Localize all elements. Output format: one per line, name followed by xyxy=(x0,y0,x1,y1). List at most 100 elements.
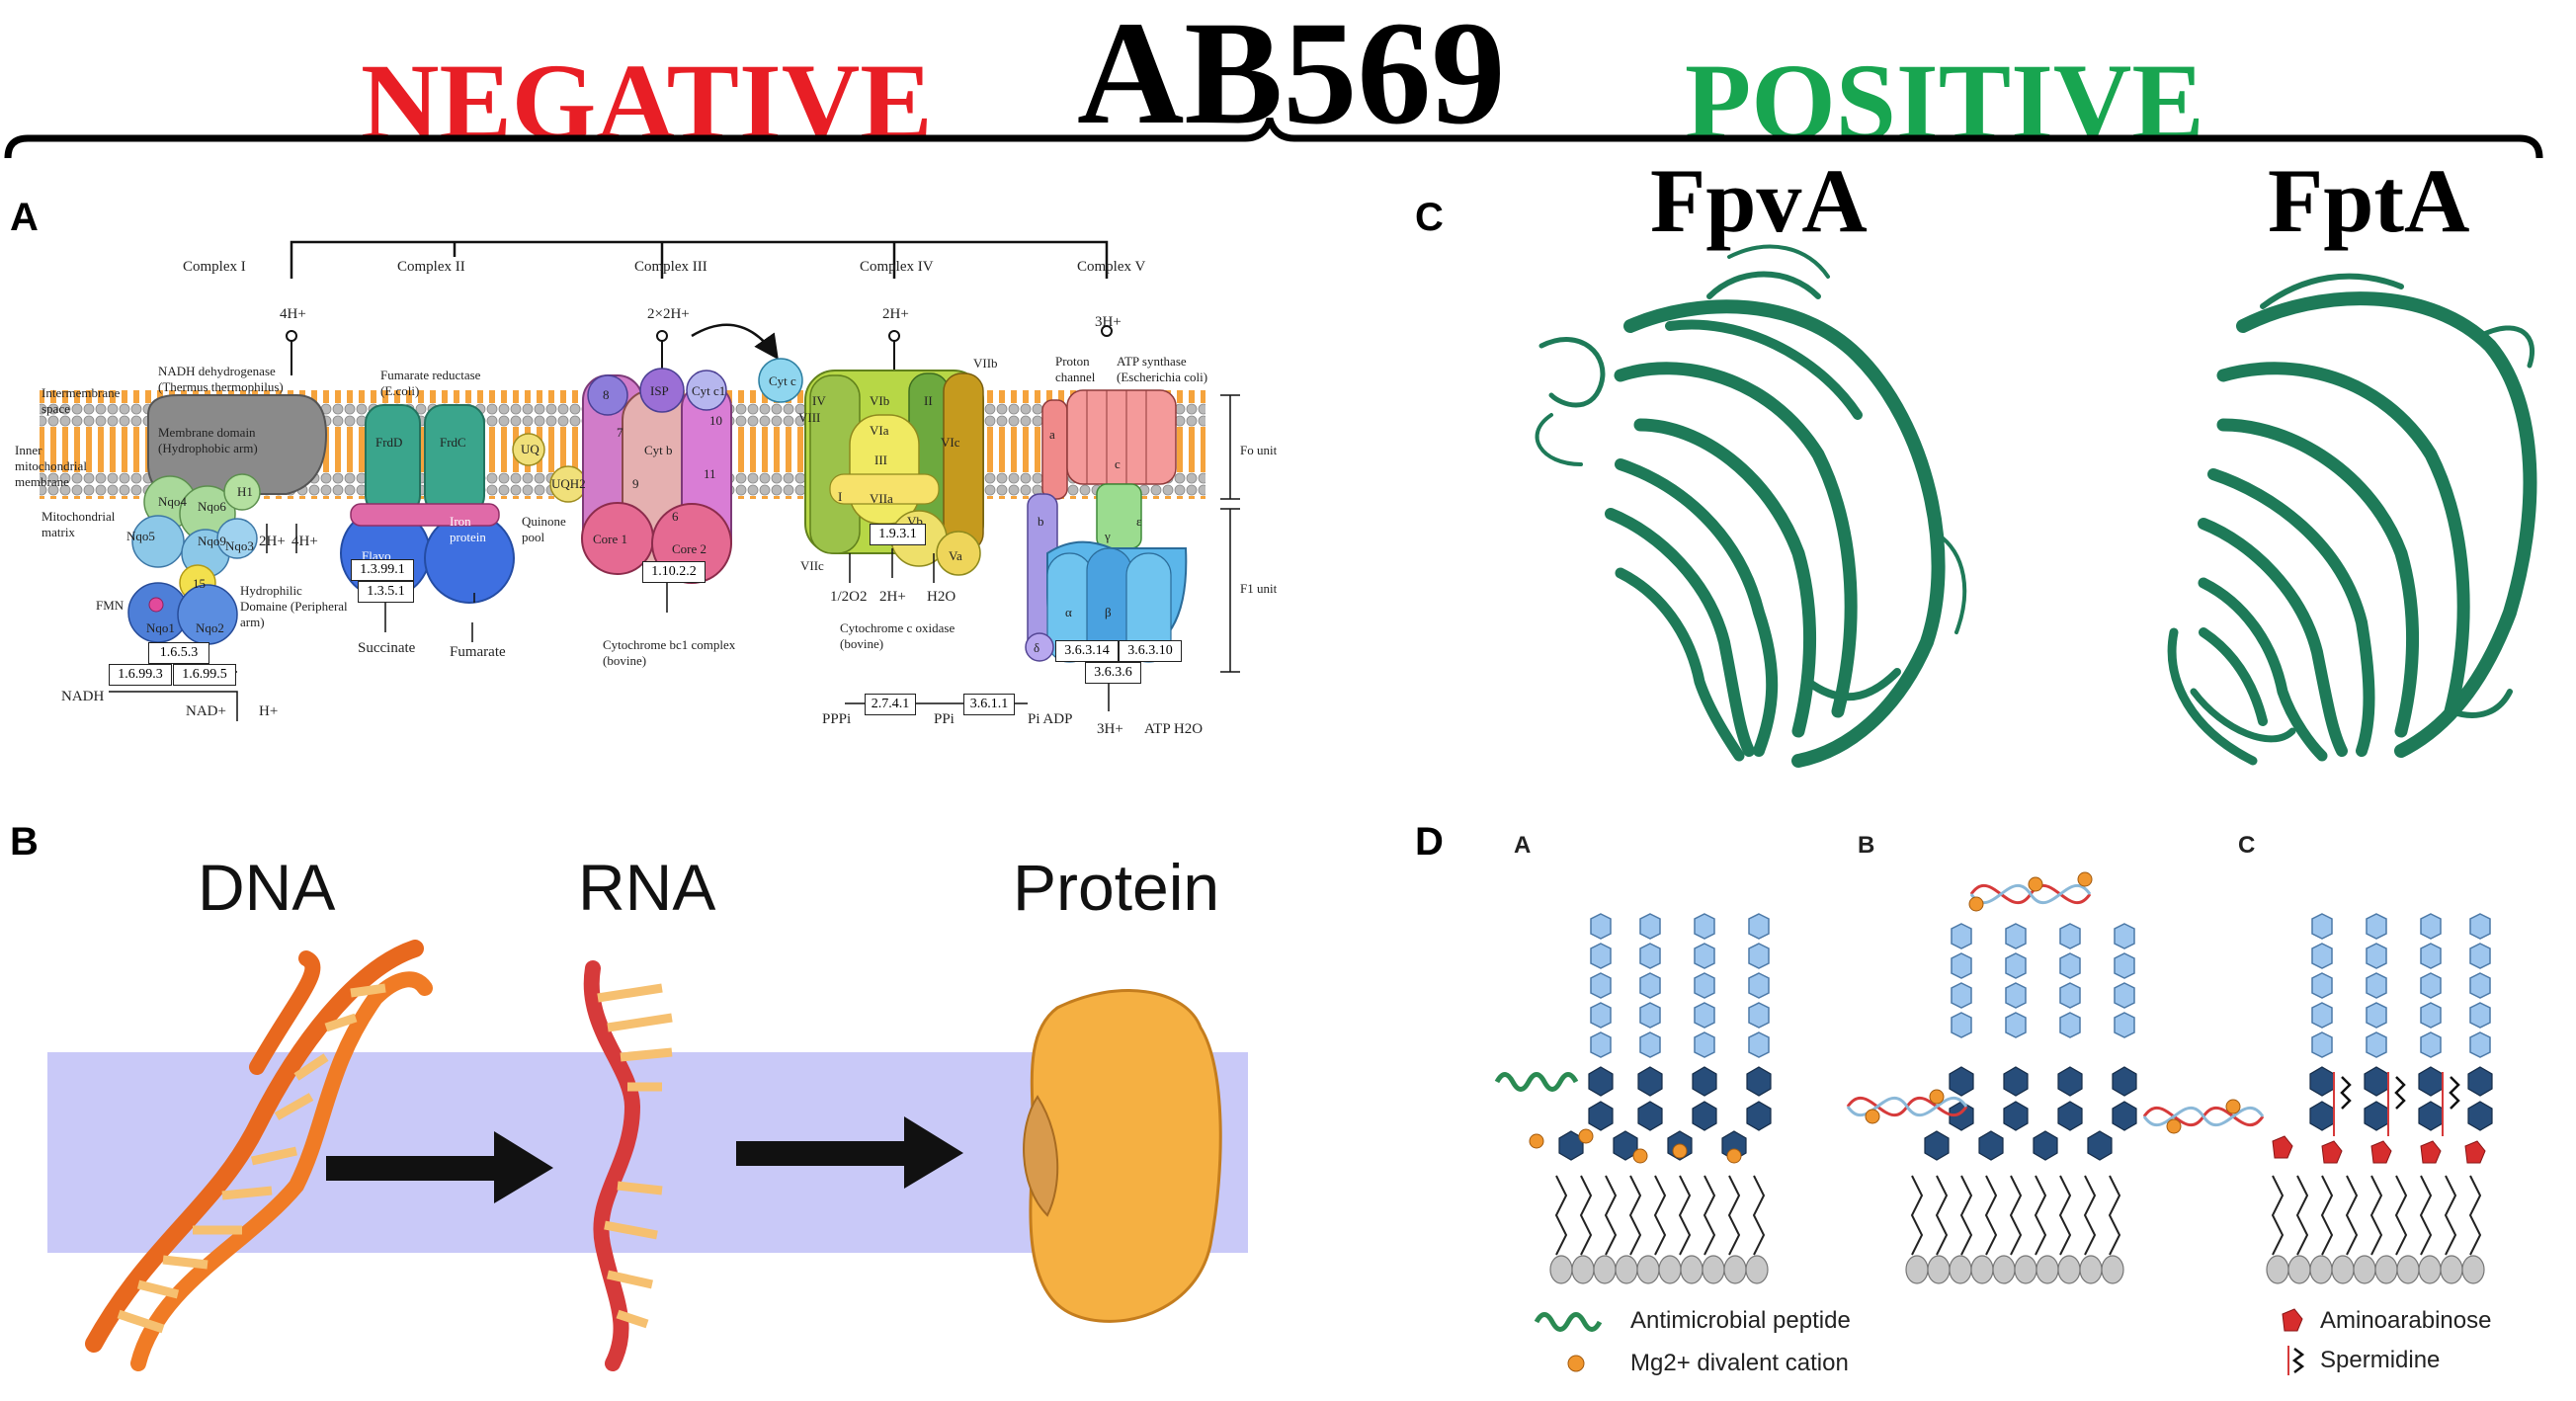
ec-box[interactable]: 1.3.99.1 xyxy=(351,559,414,581)
cytochrome-oxidase-label: Cytochrome c oxidase (bovine) xyxy=(840,620,956,651)
intermembrane-space-label: Intermembrane space xyxy=(42,385,121,416)
subunit-label: Nqo1 xyxy=(146,620,175,635)
subunit-label: VIII xyxy=(798,410,821,425)
dna-label: DNA xyxy=(198,851,336,924)
subunit-label: 6 xyxy=(672,509,679,524)
subunit-label: ISP xyxy=(650,383,669,398)
panel-c-graphic xyxy=(1535,244,2537,768)
ec-box[interactable]: 3.6.1.1 xyxy=(963,694,1015,715)
d-sub-a-label: A xyxy=(1514,832,1532,859)
proton-3h: 3H+ xyxy=(1095,314,1122,330)
negative-label: NEGATIVE xyxy=(361,41,933,162)
subunit-label: IV xyxy=(812,393,826,408)
subunit-label: FrdD xyxy=(375,435,403,450)
inner-membrane-label: Inner mitochondrial membrane xyxy=(15,443,87,489)
subunit-label: δ xyxy=(1034,640,1040,655)
atp-synthase-label: ATP synthase (Escherichia coli) xyxy=(1117,354,1208,384)
ec-box[interactable]: 1.10.2.2 xyxy=(642,561,706,583)
ec-box[interactable]: 3.6.3.10 xyxy=(1119,640,1182,662)
metabolite-ppi: PPi xyxy=(934,711,955,727)
metabolite-pi-adp: Pi ADP xyxy=(1028,711,1073,727)
subunit-label: VIc xyxy=(941,435,960,450)
metabolite-nad: NAD+ xyxy=(186,703,226,719)
fpva-label: FpvA xyxy=(1650,150,1868,251)
panel-d-graphic xyxy=(1494,871,2493,1375)
metabolite-atp-h2o: ATP H2O xyxy=(1144,721,1204,737)
subunit-label: Nqo6 xyxy=(198,499,226,514)
subunit-label: VIIc xyxy=(800,558,824,573)
metabolite-h2o: H2O xyxy=(927,589,956,605)
subunit-label: ε xyxy=(1136,514,1142,529)
subunit-label: H1 xyxy=(237,484,253,499)
ec-box[interactable]: 3.6.3.14 xyxy=(1055,640,1119,662)
rna-label: RNA xyxy=(578,851,716,924)
fpva-structure xyxy=(1535,244,1967,768)
panel-letter-c: C xyxy=(1415,196,1444,239)
subunit-label: α xyxy=(1065,605,1072,619)
subunit-label: Core 2 xyxy=(672,541,707,556)
complex-v-label: Complex V xyxy=(1077,259,1146,275)
subunit-label: VIb xyxy=(870,393,890,408)
protein-label: Protein xyxy=(1013,851,1220,924)
proton-2h: 2H+ xyxy=(882,306,909,322)
subunit-label: 9 xyxy=(632,476,639,491)
metabolite-o2: 1/2O2 xyxy=(830,589,868,605)
subunit-label: Nqo3 xyxy=(225,538,254,553)
subunit-label: Nqo4 xyxy=(158,494,187,509)
fpta-label: FptA xyxy=(2268,150,2470,251)
metabolite-nadh: NADH xyxy=(61,689,105,704)
subunit-label: II xyxy=(924,393,933,408)
legend-antimicrobial-peptide: Antimicrobial peptide xyxy=(1630,1307,1851,1334)
legend-spermidine: Spermidine xyxy=(2320,1347,2441,1373)
membrane-domain-label: Membrane domain (Hydrophobic arm) xyxy=(158,425,258,455)
legend-aminoarabinose: Aminoarabinose xyxy=(2320,1307,2492,1334)
complex-iii-label: Complex III xyxy=(634,259,707,275)
subunit-label: 10 xyxy=(709,413,722,428)
metabolite-fumarate: Fumarate xyxy=(450,644,506,660)
d-sub-b-label: B xyxy=(1858,832,1875,859)
subunit-label: III xyxy=(874,453,887,467)
ec-box[interactable]: 1.6.5.3 xyxy=(148,642,209,664)
complex-iv-label: Complex IV xyxy=(860,259,934,275)
d-subpanel-a xyxy=(1494,913,1772,1284)
subunit-label: a xyxy=(1049,427,1055,442)
ec-box[interactable]: 1.6.99.5 xyxy=(173,664,236,686)
dna-helix xyxy=(85,940,433,1371)
fo-unit-label: Fo unit xyxy=(1240,443,1278,457)
subunit-label: Cyt b xyxy=(644,443,673,457)
ec-box[interactable]: 3.6.3.6 xyxy=(1085,662,1141,684)
complex-i-label: Complex I xyxy=(183,259,246,275)
panel-letter-a: A xyxy=(10,196,39,239)
f1-unit-label: F1 unit xyxy=(1240,581,1278,596)
cytochrome-bc1-label: Cytochrome bc1 complex (bovine) xyxy=(603,637,736,668)
subunit-label: Nqo5 xyxy=(126,529,155,543)
metabolite-2h-iv: 2H+ xyxy=(879,589,906,605)
subunit-label: γ xyxy=(1105,529,1111,543)
subunit-label: VIa xyxy=(870,423,889,438)
proton-channel-label: Proton channel xyxy=(1055,354,1096,384)
fpta-structure xyxy=(2167,273,2537,766)
metabolite-pppi: PPPi xyxy=(822,711,852,727)
subunit-label: β xyxy=(1105,605,1112,619)
ec-box[interactable]: 2.7.4.1 xyxy=(865,694,916,715)
ec-box[interactable]: 1.9.3.1 xyxy=(870,524,926,545)
subunit-label: Nqo2 xyxy=(196,620,224,635)
proton-2x2h: 2×2H+ xyxy=(647,306,690,322)
spermidine-icon xyxy=(2287,1346,2305,1375)
subunit-label: c xyxy=(1115,456,1121,471)
subunit-label: b xyxy=(1038,514,1044,529)
subunit-label: UQH2 xyxy=(551,476,586,491)
subunit-label: 7 xyxy=(617,425,623,440)
rna-strand xyxy=(583,960,673,1371)
subunit-label: Core 1 xyxy=(593,532,628,546)
quinone-pool-label: Quinone pool xyxy=(522,514,566,544)
subunit-label: 11 xyxy=(704,466,716,481)
arrow-dna-to-rna xyxy=(326,1131,553,1203)
ec-box[interactable]: 1.3.5.1 xyxy=(358,581,414,603)
legend-mg2-cation: Mg2+ divalent cation xyxy=(1630,1350,1849,1376)
ec-box[interactable]: 1.6.99.3 xyxy=(109,664,172,686)
fumarate-reductase-label: Fumarate reductase (E.coli) xyxy=(380,368,481,398)
panel-b-graphic xyxy=(47,940,1248,1371)
